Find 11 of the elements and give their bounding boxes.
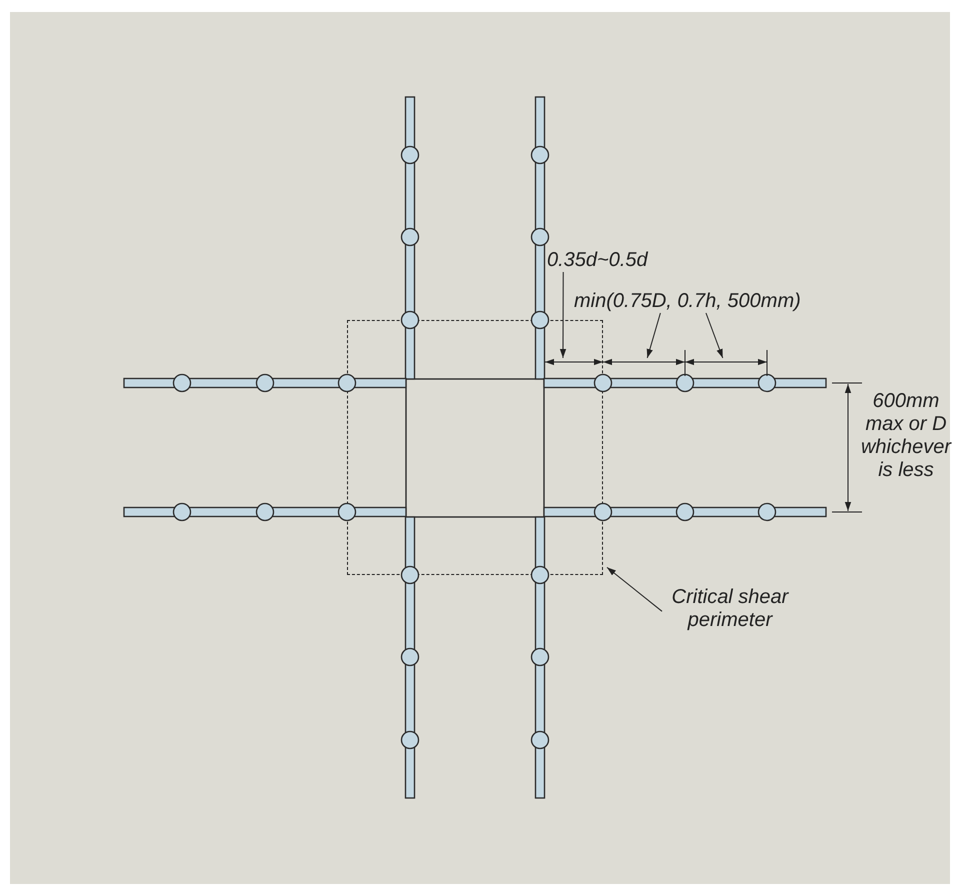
- dimension-label: 600mm max or D whichever is less: [860, 390, 953, 482]
- leader-line: [646, 312, 661, 358]
- dimension-label: 0.35d~0.5d: [547, 249, 672, 272]
- leader-line: [606, 566, 662, 612]
- note-text: Critical shear perimeter: [662, 586, 798, 632]
- dimension-label: min(0.75D, 0.7h, 500mm): [574, 290, 814, 313]
- leader-line: [706, 312, 724, 358]
- dimension-line: [544, 358, 604, 366]
- dimension-line: [602, 358, 686, 366]
- leader-line: [560, 272, 566, 358]
- dimension-line: [684, 358, 768, 366]
